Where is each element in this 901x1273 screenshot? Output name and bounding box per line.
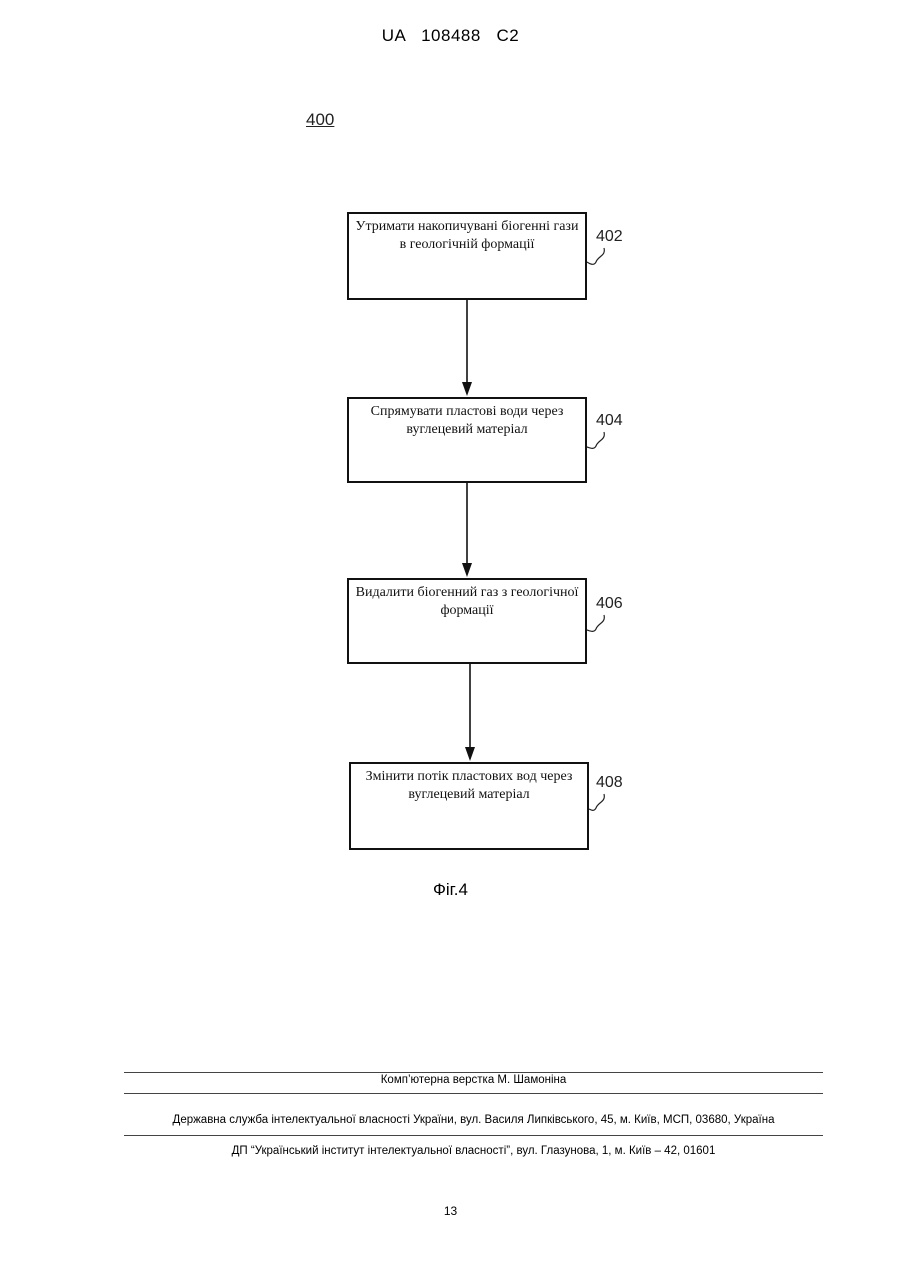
arrowhead-406-408 xyxy=(465,747,475,761)
leader-408 xyxy=(589,794,604,810)
arrowhead-402-404 xyxy=(462,382,472,396)
footer-rule-1 xyxy=(124,1072,823,1073)
figure-caption: Фіг.4 xyxy=(0,880,901,900)
footer-rule-3 xyxy=(124,1135,823,1136)
agency-address: Державна служба інтелектуальної власност… xyxy=(124,1114,823,1126)
layout-credit: Комп’ютерна верстка М. Шамоніна xyxy=(124,1074,823,1086)
leader-404 xyxy=(587,432,604,448)
page-number: 13 xyxy=(0,1204,901,1218)
arrowhead-404-406 xyxy=(462,563,472,577)
leader-406 xyxy=(587,615,604,631)
institute-address: ДП “Український інститут інтелектуальної… xyxy=(124,1145,823,1157)
footer-rule-2 xyxy=(124,1093,823,1094)
leader-402 xyxy=(587,248,604,264)
